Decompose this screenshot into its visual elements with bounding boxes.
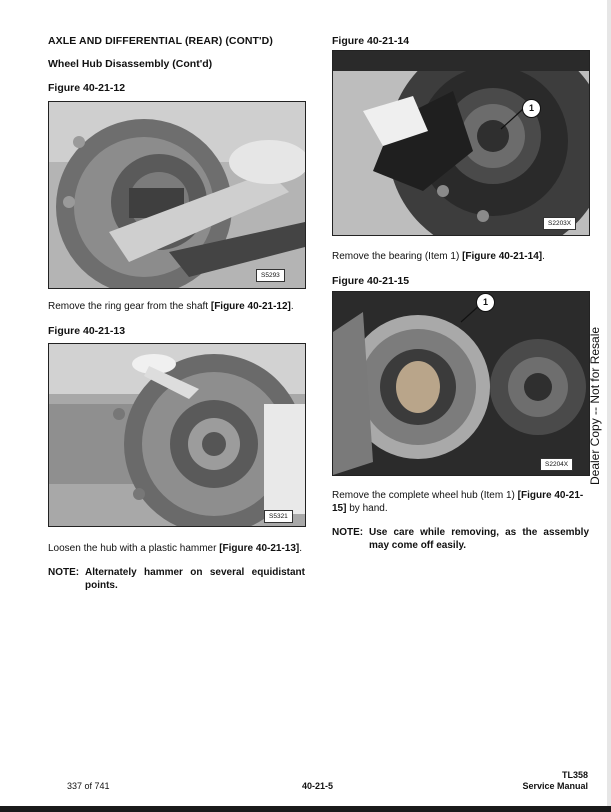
bottom-bar [0,806,611,812]
footer-manual: Service Manual [522,781,588,791]
step-loosen-hub: Loosen the hub with a plastic hammer [Fi… [48,543,306,556]
note-hammer: NOTE: Alternately hammer on several equi… [48,567,306,597]
figure-15-label: Figure 40-21-15 [332,275,410,287]
figure-14-photo: 1 S2203X [332,50,590,236]
step-14-text: Remove the bearing (Item 1) [332,251,463,262]
figure-12-label: Figure 40-21-12 [48,82,126,94]
footer-page-number: 40-21-5 [302,781,334,791]
step-14-ref: [Figure 40-21-14] [462,251,543,262]
figure-14-label: Figure 40-21-14 [332,35,410,47]
step-remove-wheel-hub: Remove the complete wheel hub (Item 1) [… [332,490,592,515]
note-2-text: Use care while removing, as the assembly… [369,527,589,551]
figure-15-callout: 1 [476,293,495,312]
figure-14-code: S2203X [543,217,577,230]
step-14-end: . [542,251,545,262]
section-title: AXLE AND DIFFERENTIAL (REAR) (CONT'D) [48,35,273,47]
step-remove-ring-gear: Remove the ring gear from the shaft [Fig… [48,301,306,314]
step-13-text: Loosen the hub with a plastic hammer [48,543,220,554]
figure-13-label: Figure 40-21-13 [48,325,126,337]
note-1-label: NOTE: [48,567,80,578]
figure-14-callout: 1 [522,99,541,118]
page-edge [607,0,611,812]
footer-page-count: 337 of 741 [67,781,110,791]
figure-15-code: S2204X [540,458,574,471]
step-15-end: by hand. [346,502,388,514]
step-12-end: . [290,301,294,312]
step-13-ref: [Figure 40-21-13] [219,543,300,554]
step-15-ref: [Figure 40-21-15] [332,490,584,514]
figure-12-code: S5293 [256,269,285,282]
note-1-text: Alternately hammer on several equidistan… [85,567,305,591]
step-13-end: . [299,543,303,554]
figure-13-code: S5321 [264,510,293,523]
footer-model: TL358 [561,770,588,780]
figure-12-photo: S5293 [48,101,306,289]
step-12-ref: [Figure 40-21-12] [210,301,291,312]
note-care: NOTE: Use care while removing, as the as… [332,527,592,557]
note-2-label: NOTE: [332,527,364,538]
figure-15-photo: 1 S2204X [332,291,590,476]
figure-13-photo: S5321 [48,343,306,527]
step-remove-bearing: Remove the bearing (Item 1) [Figure 40-2… [332,251,592,264]
step-15-text: Remove the complete wheel hub (Item 1) [332,490,518,501]
step-12-text: Remove the ring gear from the shaft [48,301,211,312]
dealer-watermark: Dealer Copy -- Not for Resale [588,326,602,485]
subsection-title: Wheel Hub Disassembly (Cont'd) [48,58,213,70]
